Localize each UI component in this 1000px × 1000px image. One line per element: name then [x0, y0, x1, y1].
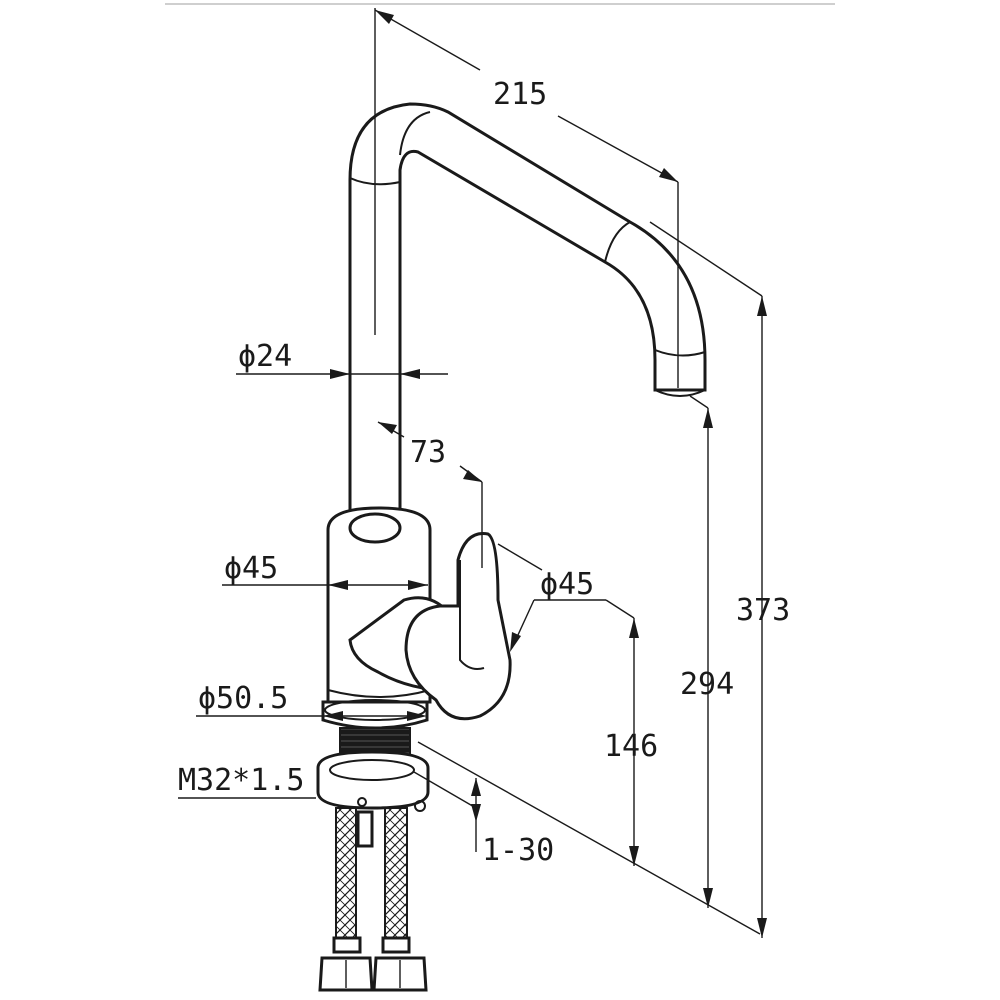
lever-handle-inner [459, 560, 485, 670]
washer-hole [357, 797, 367, 807]
handle-dia-leader [497, 543, 543, 571]
base-diagonal [417, 741, 761, 935]
base-ring-top [324, 699, 426, 721]
lever-handle [404, 532, 512, 721]
hose-ferrule-left [332, 936, 362, 954]
dimension-labels: 215 ϕ24 73 ϕ45 ϕ45 ϕ50.5 M32*1.5 1-30 14… [178, 77, 790, 868]
spout-joint-2 [399, 111, 431, 156]
deck-ext-line [413, 771, 477, 809]
faucet-outline [316, 102, 707, 992]
label-spout-height: 294 [680, 667, 734, 702]
spout-column [348, 102, 707, 522]
label-body-diameter: ϕ45 [224, 551, 278, 586]
spout-joint-3 [604, 221, 631, 263]
reach-arrow-end [659, 168, 678, 182]
column-collar [348, 512, 402, 544]
body-lower-line [327, 689, 431, 698]
hose-ferrule-right [381, 936, 411, 954]
mounting-rod [356, 810, 374, 848]
reach-dim-line-b [557, 115, 679, 183]
label-handle-length: 73 [410, 435, 446, 470]
label-thread: M32*1.5 [178, 763, 304, 798]
label-handle-diameter: ϕ45 [540, 567, 594, 602]
washer-inner [329, 759, 415, 781]
label-spout-diameter: ϕ24 [238, 339, 292, 374]
washer-screw [414, 800, 426, 812]
label-reach: 215 [493, 77, 547, 112]
spout-tip [654, 389, 706, 397]
spout-joint-4 [654, 349, 706, 357]
supply-hose-right [384, 807, 408, 941]
label-deck-thickness: 1-30 [482, 833, 554, 868]
reach-arrow-start [375, 10, 394, 24]
reach-dim-line-a [374, 9, 481, 71]
supply-hose-left [335, 807, 357, 941]
spout-joint-1 [349, 177, 401, 186]
label-base-diameter: ϕ50.5 [198, 681, 288, 716]
label-total-height: 373 [736, 593, 790, 628]
dimension-lines [178, 8, 767, 938]
label-handle-height: 146 [604, 729, 658, 764]
